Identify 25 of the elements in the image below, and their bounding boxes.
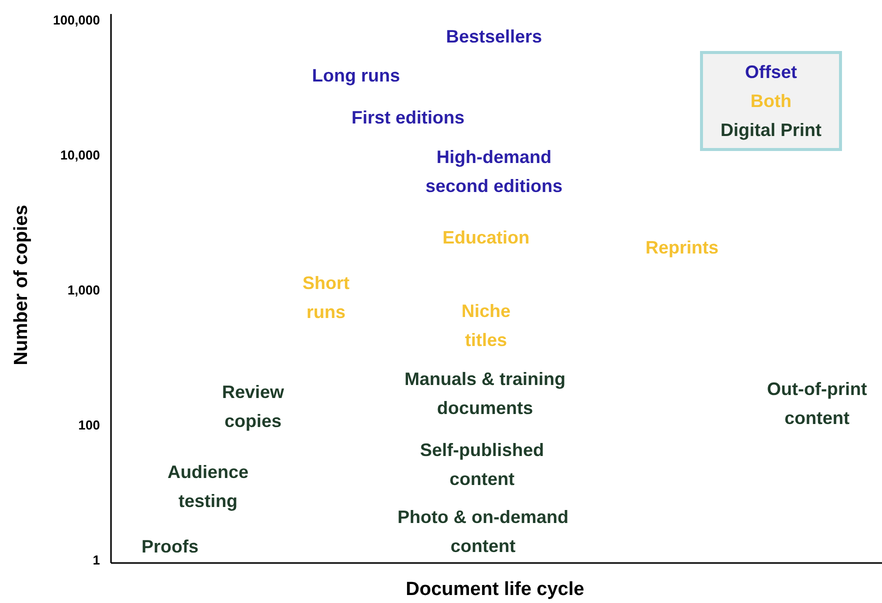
category-label: Proofs — [140, 536, 200, 558]
category-label: Education — [441, 226, 530, 250]
axis-tick-label: 10,000 — [60, 148, 100, 162]
axis-tick-label: 100 — [78, 418, 100, 432]
category-label: Self-published content — [418, 439, 545, 491]
axis-tick-label: 1,000 — [67, 282, 100, 298]
axis-title: Document life cycle — [406, 579, 584, 601]
category-label: Review copies — [220, 381, 286, 433]
category-label: Bestsellers — [444, 26, 544, 48]
category-label: Out-of-print content — [766, 378, 868, 430]
category-label: Niche titles — [460, 300, 512, 352]
legend-label: Offset — [744, 60, 797, 84]
category-label: High-demand second editions — [424, 146, 564, 198]
axis-tick-label: 100,000 — [53, 12, 100, 28]
axis-title: Number of copies — [11, 204, 33, 366]
category-label: First editions — [350, 106, 466, 130]
legend-label: Digital Print — [720, 118, 822, 142]
category-label: Audience testing — [166, 461, 250, 513]
category-label: Long runs — [311, 64, 401, 88]
legend-label: Both — [750, 90, 792, 112]
axis-tick-label: 1 — [92, 552, 100, 568]
category-label: Manuals & training documents — [403, 368, 566, 420]
category-label: Photo & on-demand content — [396, 506, 570, 558]
category-label: Reprints — [644, 236, 720, 260]
category-label: Short runs — [302, 272, 350, 324]
